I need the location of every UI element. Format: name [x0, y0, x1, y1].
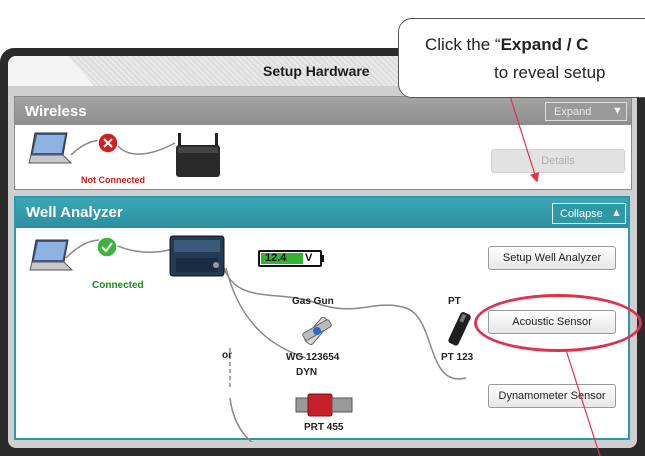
- wireless-title: Wireless: [25, 103, 87, 120]
- collapse-label: Collapse: [560, 208, 603, 220]
- callout-prefix: Click the “: [425, 35, 501, 54]
- battery-indicator: 12.4 V: [258, 250, 324, 267]
- window-title: Setup Hardware: [263, 63, 370, 79]
- pt-id: PT 123: [441, 352, 474, 363]
- highlight-ellipse: [474, 294, 642, 352]
- wireless-status: Not Connected: [81, 175, 145, 185]
- details-button[interactable]: Details: [491, 149, 625, 173]
- collapse-button[interactable]: Collapse ▲: [552, 203, 626, 224]
- battery-unit: V: [305, 252, 313, 264]
- or-label: or: [222, 350, 232, 361]
- expand-button[interactable]: Expand ▼: [545, 102, 627, 121]
- laptop-icon: [28, 132, 73, 164]
- battery-fill: [261, 253, 303, 264]
- chevron-up-icon: ▲: [611, 207, 622, 219]
- check-icon: [96, 236, 118, 258]
- well-analyzer-title: Well Analyzer: [26, 204, 123, 221]
- pt-label: PT: [448, 296, 461, 307]
- gas-gun-icon: [302, 317, 332, 345]
- wireless-link-line: [70, 139, 176, 156]
- analyzer-case-icon: [169, 235, 225, 277]
- pt-sensor-icon: [448, 312, 471, 346]
- well-analyzer-header[interactable]: Well Analyzer Collapse ▲: [16, 198, 628, 228]
- gas-gun-label: Gas Gun: [292, 296, 334, 307]
- callout-bold: Expand / C: [500, 35, 589, 54]
- battery-value: 12.4: [265, 252, 287, 264]
- callout-line-1: Click the “Expand / C: [425, 35, 588, 55]
- setup-well-analyzer-button[interactable]: Setup Well Analyzer: [488, 246, 616, 270]
- dynamometer-id: PRT 455: [304, 422, 344, 433]
- dyn-label: DYN: [296, 367, 318, 378]
- expand-label: Expand: [554, 106, 592, 118]
- callout-line-2: to reveal setup: [494, 63, 606, 82]
- battery-terminal: [320, 255, 324, 262]
- wireless-header[interactable]: Wireless Expand ▼: [15, 97, 631, 125]
- error-icon: [97, 132, 119, 154]
- instruction-callout: Click the “Expand / C to reveal setup: [398, 18, 645, 98]
- well-analyzer-status: Connected: [92, 280, 144, 291]
- wireless-section: Wireless Expand ▼ Not Connected: [14, 96, 632, 190]
- laptop-icon: [29, 239, 74, 271]
- dynamometer-icon: [295, 393, 353, 417]
- chevron-down-icon: ▼: [612, 105, 623, 117]
- router-icon: [176, 133, 220, 177]
- gas-gun-id: WG 123654: [286, 352, 340, 363]
- dynamometer-sensor-button[interactable]: Dynamometer Sensor: [488, 384, 616, 408]
